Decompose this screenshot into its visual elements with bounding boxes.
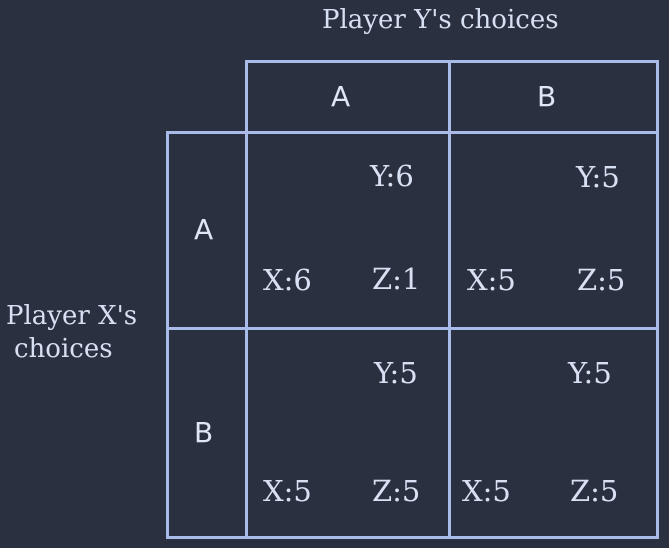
payoff-bb-y: Y:5 <box>568 356 612 390</box>
row-header-b: B <box>194 416 214 449</box>
player-x-choices-label: Player X's choices <box>6 300 137 366</box>
player-y-choices-label: Player Y's choices <box>322 5 559 35</box>
column-header-b: B <box>537 80 557 113</box>
payoff-ab-x: X:5 <box>467 263 516 297</box>
payoff-aa-z: Z:1 <box>372 262 421 296</box>
payoff-cell-ab <box>448 131 659 330</box>
column-header-a: A <box>331 80 351 113</box>
payoff-ab-z: Z:5 <box>577 263 626 297</box>
player-x-label-line-2: choices <box>14 334 113 364</box>
payoff-bb-x: X:5 <box>462 474 511 508</box>
payoff-cell-bb <box>448 327 659 539</box>
payoff-aa-y: Y:6 <box>370 159 414 193</box>
payoff-aa-x: X:6 <box>263 263 312 297</box>
row-header-a: A <box>194 213 214 246</box>
payoff-cell-aa <box>245 131 451 330</box>
player-x-label-line-1: Player X's <box>6 301 138 331</box>
payoff-ba-y: Y:5 <box>374 356 418 390</box>
payoff-ab-y: Y:5 <box>576 160 620 194</box>
payoff-ba-z: Z:5 <box>372 474 421 508</box>
payoff-ba-x: X:5 <box>263 474 312 508</box>
payoff-bb-z: Z:5 <box>570 474 619 508</box>
